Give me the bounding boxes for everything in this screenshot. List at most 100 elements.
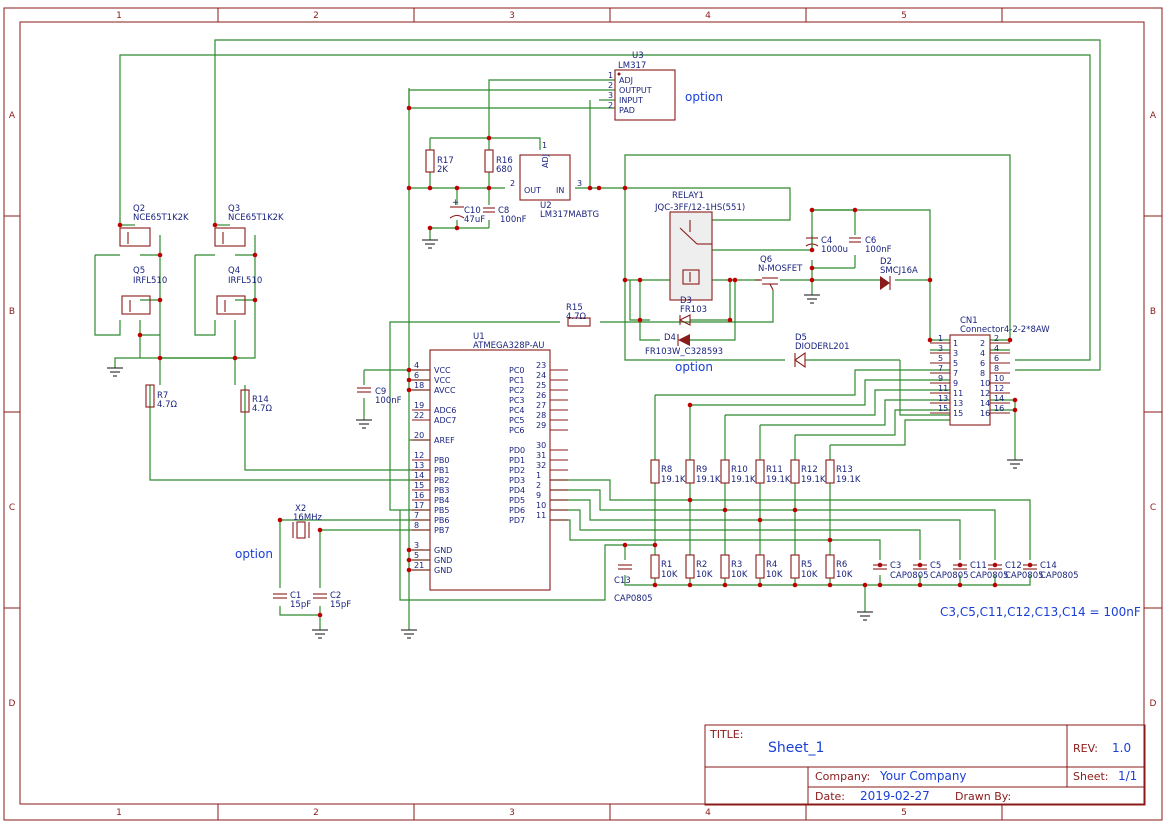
u1-value: ATMEGA328P-AU: [473, 341, 545, 351]
u1-pin-num: 27: [536, 401, 546, 410]
c4[interactable]: C4 1000u: [805, 236, 848, 255]
resistor-value: 10K: [766, 570, 783, 580]
r14[interactable]: R14 4.7Ω: [240, 389, 273, 414]
u1-pin-num: 32: [536, 461, 546, 470]
r7[interactable]: R7 4.7Ω: [145, 384, 178, 410]
u2-pin: 1: [542, 141, 547, 150]
q2-value: NCE65T1K2K: [133, 213, 189, 223]
u1-pin-name: PD4: [509, 486, 525, 495]
c6-ref: C6: [865, 236, 876, 246]
c2[interactable]: C2 15pF: [313, 591, 351, 610]
cn1-connector[interactable]: CN1 Connector4-2-2*8AW 11335577991111131…: [930, 316, 1050, 426]
c11[interactable]: C11 CAP0805: [953, 561, 1009, 581]
u2-regulator[interactable]: OUT IN ADJ 2 3 1 U2 LM317MABTG: [510, 141, 599, 220]
row-label: B: [9, 307, 15, 317]
c14[interactable]: C14 CAP0805: [1023, 561, 1079, 581]
r17-value: 2K: [437, 165, 448, 175]
tb-sheet: 1/1: [1118, 769, 1137, 783]
c3[interactable]: C3 CAP0805: [873, 561, 929, 581]
relay-ref: RELAY1: [672, 191, 704, 201]
resistor-value: 10K: [696, 570, 713, 580]
relay1[interactable]: RELAY1 JQC-3FF/12-1HS(551): [654, 191, 745, 301]
cn1-pin-num-inner: 16: [980, 409, 990, 418]
u1-pin-num: 25: [536, 381, 546, 390]
c5-value: CAP0805: [930, 571, 969, 581]
r16-ref: R16: [496, 156, 513, 166]
u1-pin-num: 23: [536, 361, 546, 370]
cn1-pin-num-inner: 3: [953, 349, 958, 358]
frame-column-labels-top: 1 2 3 4 5: [116, 11, 907, 21]
c2-ref: C2: [330, 591, 341, 601]
u3-pin-name: INPUT: [619, 96, 643, 105]
q6-mosfet[interactable]: Q6 N-MOSFET: [755, 255, 803, 291]
resistor-value: 19.1K: [766, 475, 791, 485]
cn1-pin-num: 4: [994, 344, 999, 353]
r16[interactable]: R16 680: [484, 149, 513, 175]
frame-column-labels-bottom: 1 2 3 4 5: [116, 808, 907, 818]
row-label: C: [1150, 503, 1156, 513]
tb-rev-label: REV:: [1073, 742, 1098, 755]
u3-pin-name: ADJ: [619, 76, 633, 85]
tb-rev: 1.0: [1112, 741, 1131, 755]
d4-diode[interactable]: D4 FR103W_C328593: [645, 333, 723, 357]
u1-pin-name: PD6: [509, 506, 525, 515]
c9-ref: C9: [375, 387, 386, 397]
u1-atmega328p[interactable]: U1 ATMEGA328P-AU 4VCC6VCC18AVCC19ADC622A…: [412, 332, 568, 591]
tb-sheet-label: Sheet:: [1073, 770, 1109, 783]
c12[interactable]: C12 CAP0805: [988, 561, 1044, 581]
u3-lm317[interactable]: U3 LM317 ADJ OUTPUT INPUT PAD 1 2 3 2: [608, 51, 676, 121]
u1-pin-num: 13: [414, 461, 424, 470]
q5-mosfet[interactable]: Q5 IRFL510: [121, 266, 167, 315]
c8[interactable]: C8 100nF: [483, 206, 527, 225]
cn1-pin-num: 14: [994, 394, 1004, 403]
q3-mosfet[interactable]: Q3 NCE65T1K2K: [214, 204, 284, 247]
u1-pin-name: ADC6: [434, 406, 456, 415]
x2-crystal[interactable]: X2 16MHz: [292, 504, 323, 539]
r7-ref: R7: [157, 391, 168, 401]
c1[interactable]: C1 15pF: [273, 591, 311, 610]
u1-pin-name: PD5: [509, 496, 525, 505]
q2-mosfet[interactable]: Q2 NCE65T1K2K: [119, 204, 189, 247]
tb-company-label: Company:: [815, 770, 870, 783]
cn1-pin-num: 9: [938, 374, 943, 383]
c10[interactable]: + C10 47uF: [449, 198, 485, 225]
q4-mosfet[interactable]: Q4 IRFL510: [216, 266, 262, 315]
u1-pin-name: PC3: [509, 396, 525, 405]
d5-diode[interactable]: D5 DIODERL201: [794, 333, 850, 369]
u1-pin-num: 15: [414, 481, 424, 490]
u1-pin-name: GND: [434, 566, 452, 575]
d2-ref: D2: [880, 257, 892, 267]
d3-diode[interactable]: D3 FR103: [678, 296, 707, 326]
c13[interactable]: C13 CAP0805: [614, 564, 653, 604]
c9[interactable]: C9 100nF: [357, 387, 402, 406]
resistor-ref: R11: [766, 465, 783, 475]
r17[interactable]: R17 2K: [425, 149, 454, 175]
r16-value: 680: [496, 165, 512, 175]
c5[interactable]: C5 CAP0805: [913, 561, 969, 581]
resistor-value: 19.1K: [801, 475, 826, 485]
cn1-ref: CN1: [960, 316, 978, 326]
u1-pin-num: 11: [536, 511, 546, 520]
u1-pin-name: PB6: [434, 516, 449, 525]
cn1-pin-num-inner: 6: [980, 359, 985, 368]
u2-value: LM317MABTG: [540, 210, 599, 220]
r15[interactable]: R15 4.7Ω: [566, 303, 591, 327]
c6[interactable]: C6 100nF: [849, 236, 892, 255]
resistor-ref: R4: [766, 560, 777, 570]
cn1-pin-num-inner: 1: [953, 339, 958, 348]
d2-tvs[interactable]: D2 SMCJ16A: [880, 257, 918, 290]
row-label: A: [1150, 111, 1157, 121]
